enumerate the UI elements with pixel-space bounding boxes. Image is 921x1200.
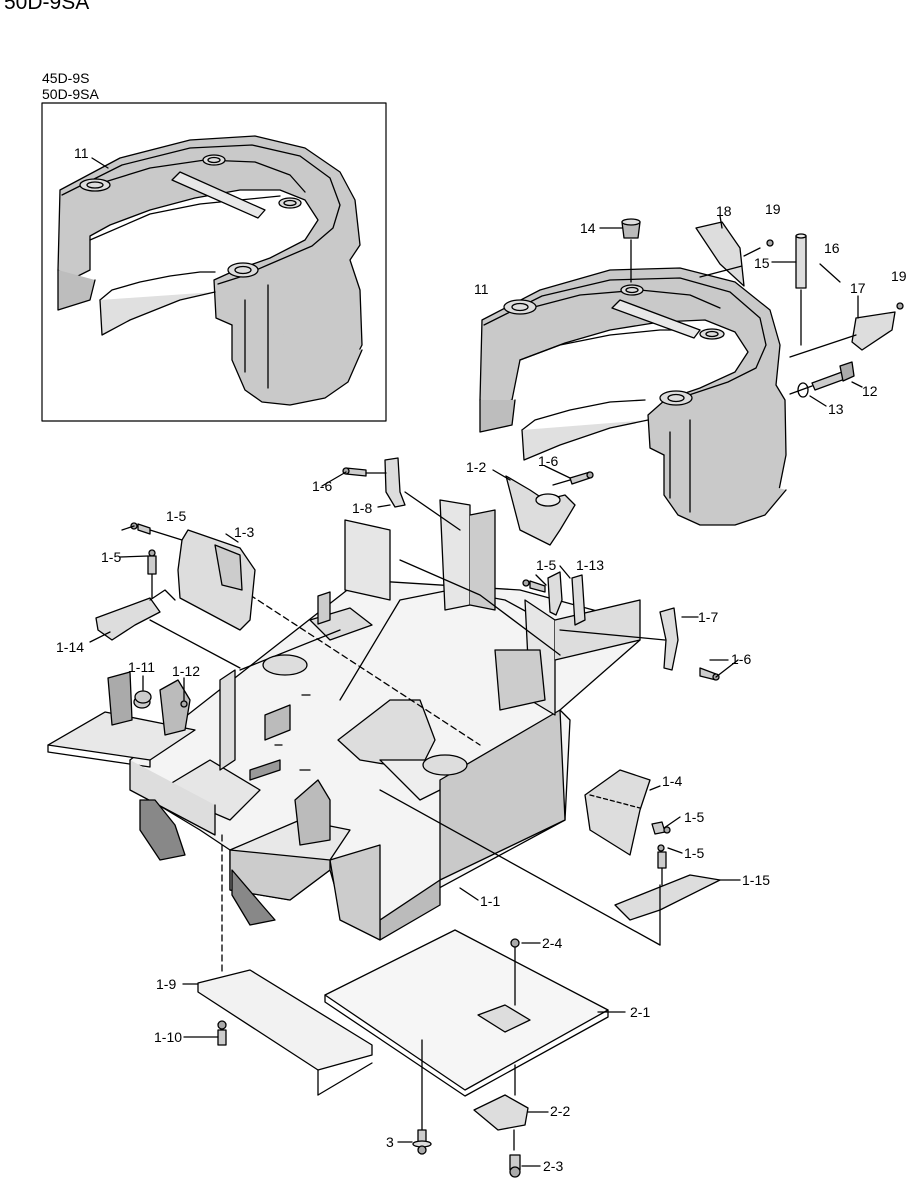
callout-19-b: 19 [891,268,907,284]
callout-3: 3 [386,1134,394,1150]
bracket-1-2 [492,469,576,546]
callout-16: 16 [824,240,840,256]
bolt-2-4 [510,938,520,948]
callout-1-5-a: 1-5 [166,508,186,524]
callout-1-13: 1-13 [576,557,604,573]
callout-2-2: 2-2 [550,1103,570,1119]
cover-2-2 [473,1094,529,1131]
bolt-1-5-c [522,579,546,593]
plate-2-1 [324,929,609,1097]
inset-frame [41,102,387,422]
callout-1-7: 1-7 [698,609,718,625]
callout-17: 17 [850,280,866,296]
callout-1-4: 1-4 [662,773,682,789]
bolt-1-6-a [342,467,387,477]
bolt-1-10 [217,1020,227,1046]
washer-13 [797,382,809,398]
callout-1-10: 1-10 [154,1029,182,1045]
callout-1-8: 1-8 [352,500,372,516]
callout-1-15: 1-15 [742,872,770,888]
bracket-1-13 [547,571,586,626]
callout-1-5-d: 1-5 [684,809,704,825]
pad-1-11 [134,690,152,704]
leader-11-inset [91,157,109,169]
counterweight [479,267,787,526]
callout-1-5-e: 1-5 [684,845,704,861]
callout-2-3: 2-3 [543,1158,563,1174]
callout-12: 12 [862,383,878,399]
bolt-1-5-d [651,821,671,835]
pin-15 [771,233,841,346]
callout-1-14: 1-14 [56,639,84,655]
callout-1-6-c: 1-6 [731,651,751,667]
bolt-1-6-c [699,667,720,681]
callout-2-1: 2-1 [630,1004,650,1020]
bracket-18 [695,221,745,287]
callout-1-5-c: 1-5 [536,557,556,573]
bolt-1-6-b [552,471,594,486]
callout-19-a: 19 [765,201,781,217]
callout-1-11: 1-11 [128,659,155,675]
inset-model-label-2: 50D-9SA [42,86,99,102]
callout-11: 11 [474,281,489,297]
bolt-12 [789,361,855,395]
bracket-1-8 [377,457,461,531]
callout-13: 13 [828,401,844,417]
callout-1-6-b: 1-6 [538,453,558,469]
callout-1-12: 1-12 [172,663,200,679]
cover-1-4 [584,769,661,856]
callout-18: 18 [716,203,732,219]
bolt-1-12 [180,700,188,708]
bracket-1-7 [659,607,679,671]
inset-model-label-1: 45D-9S [42,70,90,86]
plug-14 [621,218,641,283]
callout-15: 15 [754,255,770,271]
plate-1-9 [197,969,373,1071]
callout-1-9: 1-9 [156,976,176,992]
bolt-1-5-e [657,844,667,886]
callout-2-4: 2-4 [542,935,562,951]
cover-1-3 [177,529,256,631]
inset-counterweight [57,135,363,406]
bracket-1-15 [614,874,721,921]
frame-1-1 [47,499,641,941]
bolt-1-5-a [130,522,183,541]
bolt-3 [412,1039,432,1155]
callout-1-3: 1-3 [234,524,254,540]
callout-1-2: 1-2 [466,459,486,475]
callout-1-5-b: 1-5 [101,549,121,565]
bracket-17 [851,311,896,351]
model-title: 50D-9SA [4,0,90,14]
bracket-1-14 [95,597,161,641]
bolt-1-5-b [147,549,157,599]
callout-1-1: 1-1 [480,893,500,909]
callout-11-inset: 11 [74,145,89,161]
bolt-2-3 [509,1154,521,1178]
callout-14: 14 [580,220,596,236]
callout-1-6-a: 1-6 [312,478,332,494]
